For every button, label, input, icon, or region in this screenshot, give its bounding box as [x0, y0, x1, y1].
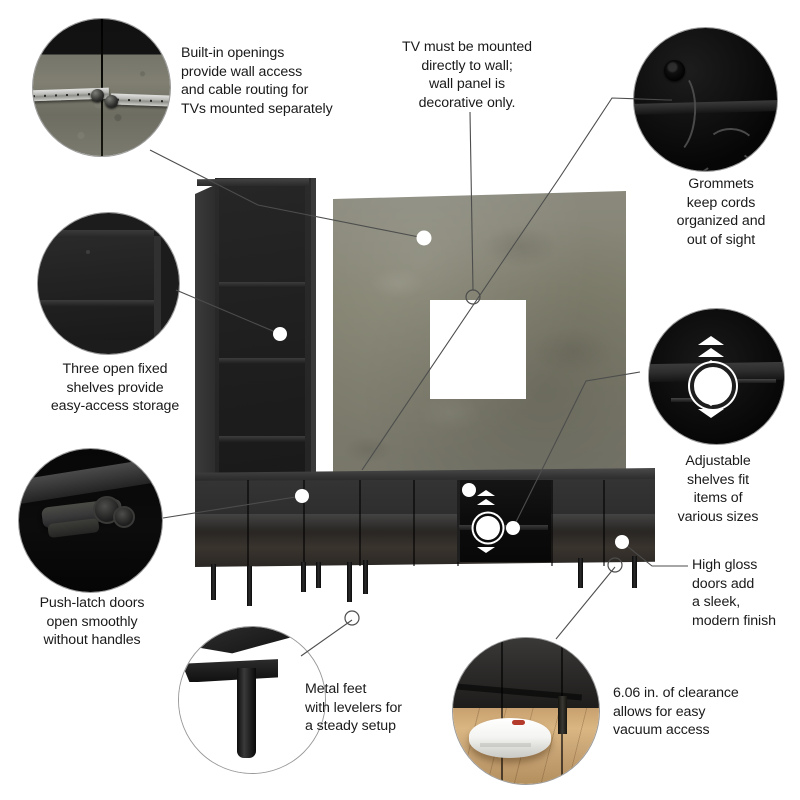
bubble-push-latch-doors: [18, 448, 163, 593]
metal-leg: [301, 562, 306, 592]
door-seam: [359, 480, 361, 566]
chevron-down-icon: [698, 385, 724, 394]
tower-interior: [219, 184, 305, 500]
callout-text-push-latch-doors: Push-latch doors open smoothly without h…: [39, 595, 145, 649]
tower-shelf: [219, 358, 305, 364]
chevron-up-icon: [698, 348, 724, 357]
rail-bolt: [105, 95, 118, 108]
bubble-grommets: [633, 27, 778, 172]
power-cord: [738, 124, 777, 162]
chevron-down-icon: [477, 547, 495, 553]
shelf-edge: [670, 398, 695, 403]
callout-text-built-in-openings: Built-in openings provide wall access an…: [181, 45, 333, 118]
shelf-edge: [735, 379, 776, 384]
bubble-built-in-openings: [32, 18, 171, 157]
metal-leg: [632, 556, 637, 588]
tv-cutout-area: [430, 300, 526, 399]
robot-vacuum: [469, 718, 551, 758]
shelf-cabinet-body: [38, 235, 161, 340]
tower-top-cap: [197, 178, 309, 186]
metal-leg: [347, 562, 352, 602]
callout-text-grommets: Grommets keep cords organized and out of…: [676, 176, 766, 249]
callout-text-vacuum-clearance: 6.06 in. of clearance allows for easy va…: [613, 685, 739, 739]
product-render: [195, 168, 655, 620]
niche-adjustable-shelf: [459, 525, 548, 530]
chevron-up-icon: [477, 499, 495, 505]
callout-text-metal-feet: Metal feet with levelers for a steady se…: [305, 681, 402, 735]
bubble-adjustable-shelves: [648, 308, 785, 445]
metal-leg: [558, 696, 568, 735]
fixed-shelf-board: [38, 300, 154, 308]
callout-text-tv-mounting-note: TV must be mounted directly to wall; wal…: [402, 39, 532, 112]
door-seam: [303, 480, 305, 566]
media-console-base: [195, 468, 655, 606]
chevron-up-icon: [698, 336, 724, 345]
tower-side-panel: [195, 184, 217, 502]
tower-shelf: [219, 282, 305, 288]
metal-leg: [578, 558, 583, 588]
chevron-up-icon: [477, 490, 495, 496]
door-seam: [247, 480, 249, 566]
grommet-icon: [664, 60, 685, 81]
metal-leg: [316, 562, 321, 588]
callout-text-high-gloss-doors: High gloss doors add a sleek, modern fin…: [692, 557, 776, 630]
metal-leg-with-leveler: [237, 667, 257, 759]
bubble-vacuum-clearance: [452, 637, 600, 785]
tower-shelf: [219, 436, 305, 442]
shelf-top-panel: [38, 229, 154, 239]
shelf-position-target-icon: [476, 516, 500, 540]
open-center-niche: [457, 480, 551, 562]
shelf-peg-hole: [85, 249, 90, 254]
chevron-down-icon: [698, 397, 724, 406]
metal-leg: [247, 566, 252, 606]
callout-text-adjustable-shelves: Adjustable shelves fit items of various …: [677, 453, 759, 526]
bubble-three-open-fixed-shelves: [37, 212, 180, 355]
hinge-screw: [113, 506, 136, 529]
chevron-up-icon: [698, 360, 724, 369]
callout-text-three-open-fixed-shelves: Three open fixed shelves provide easy-ac…: [50, 361, 180, 415]
door-seam: [551, 480, 553, 566]
rail-bolt: [91, 89, 104, 102]
chevron-down-icon: [477, 538, 495, 544]
metal-leg: [363, 560, 368, 594]
console-door-front: [195, 479, 655, 567]
open-shelf-tower: [195, 178, 316, 508]
door-seam: [413, 480, 415, 566]
panel-seam: [100, 19, 103, 156]
door-seam: [603, 480, 605, 566]
robot-vacuum-sensor: [511, 720, 525, 725]
bubble-metal-feet: [178, 626, 326, 774]
robot-vacuum-seam: [480, 742, 532, 747]
door-seam: [501, 638, 504, 784]
chevron-down-icon: [698, 409, 724, 418]
metal-leg: [211, 564, 216, 600]
